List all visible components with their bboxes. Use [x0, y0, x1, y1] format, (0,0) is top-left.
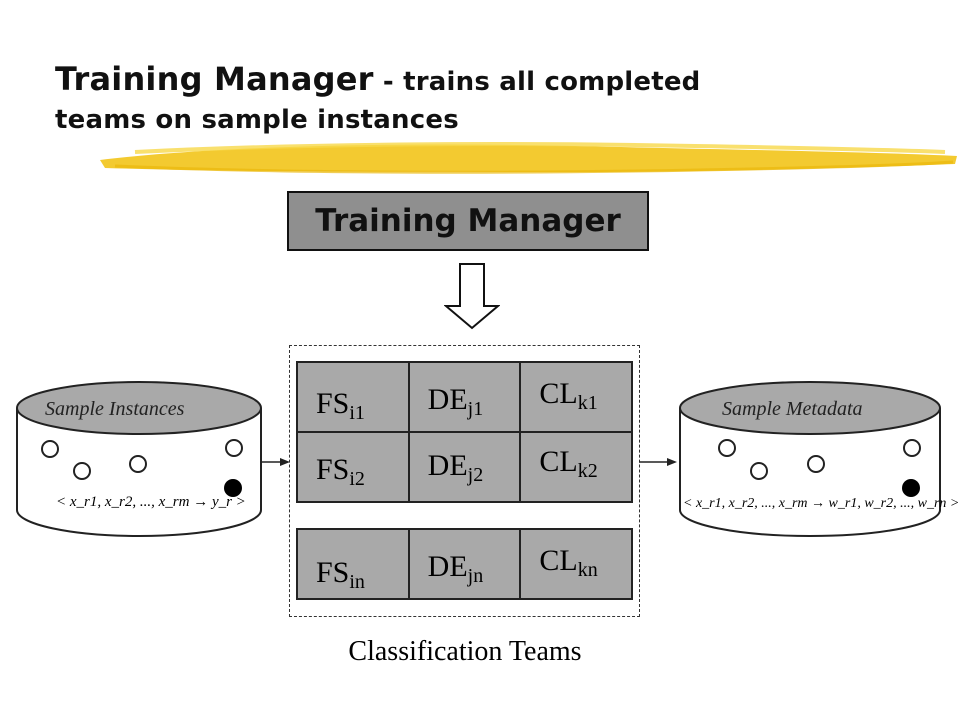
de-cell: DEjn — [410, 530, 522, 598]
title-line2: teams on sample instances — [55, 105, 459, 135]
sample-metadata-label: Sample Metadata — [722, 398, 863, 420]
sample-metadata-formula: < x_r1, x_r2, ..., x_rm → w_r1, w_r2, ..… — [683, 496, 960, 511]
teams-caption: Classification Teams — [348, 636, 582, 667]
team-row-n: FSin DEjn CLkn — [296, 528, 633, 600]
instance-dot — [129, 455, 147, 473]
arrow-right-icon — [262, 458, 290, 466]
instance-dot — [225, 439, 243, 457]
metadata-dot-filled — [902, 479, 920, 497]
sample-instances-label: Sample Instances — [45, 398, 185, 420]
slide-title: Training Manager - trains all completed … — [55, 60, 701, 139]
cl-cell: CLk1 — [539, 377, 598, 414]
down-arrow-icon — [444, 263, 500, 330]
metadata-dot — [750, 462, 768, 480]
metadata-dot — [718, 439, 736, 457]
de-cell: DEj1 — [410, 363, 522, 431]
metadata-dot — [903, 439, 921, 457]
instance-dot-filled — [224, 479, 242, 497]
cl-cell: CLkn — [539, 544, 598, 581]
database-icon — [679, 381, 941, 537]
fs-cell: FSin — [298, 530, 410, 598]
highlight-stroke — [100, 142, 957, 174]
de-cell: DEj2 — [410, 433, 522, 501]
database-icon — [16, 381, 262, 537]
title-main: Training Manager — [55, 60, 374, 98]
arrow-right-icon — [639, 458, 677, 466]
metadata-dot — [807, 455, 825, 473]
training-manager-label: Training Manager — [315, 203, 621, 239]
training-manager-box: Training Manager — [287, 191, 649, 251]
title-rest: - trains all completed — [373, 67, 701, 97]
team-row-1: FSi1 DEj1 CLk1 — [296, 361, 633, 433]
team-row-2: FSi2 DEj2 CLk2 — [296, 431, 633, 503]
instance-dot — [41, 440, 59, 458]
instance-dot — [73, 462, 91, 480]
sample-instances-formula: < x_r1, x_r2, ..., x_rm → y_r > — [56, 494, 246, 510]
fs-cell: FSi1 — [298, 363, 410, 431]
cl-cell: CLk2 — [539, 445, 598, 482]
classification-teams-frame — [289, 345, 640, 617]
fs-cell: FSi2 — [298, 433, 410, 501]
